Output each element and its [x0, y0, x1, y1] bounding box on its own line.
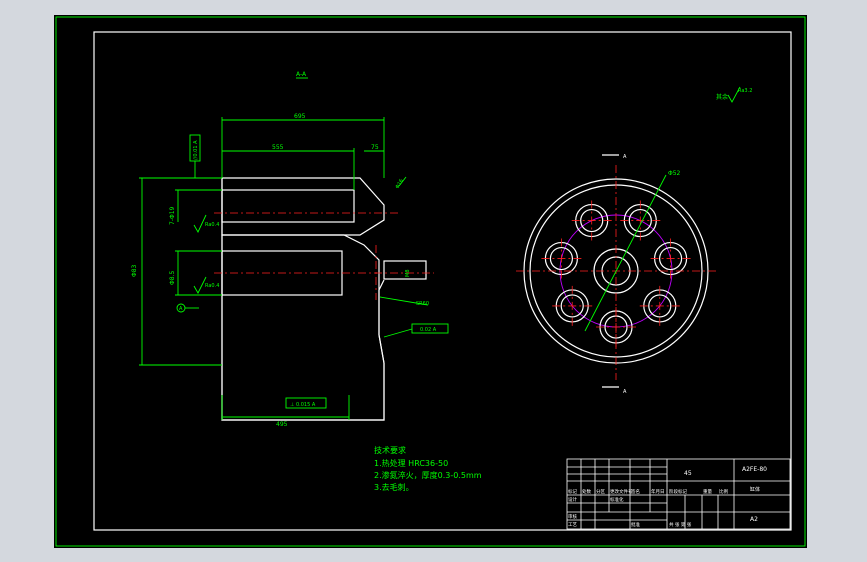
tb-process: 工艺: [568, 522, 577, 528]
hole-dia-leader: [584, 174, 667, 332]
perp-text: ⊥ 0.015 A: [290, 402, 316, 408]
tb-designer: 设计: [568, 496, 577, 503]
body-lower-hatch: [221, 234, 385, 421]
roughness-left-2-text: Ra0.4: [205, 283, 219, 289]
title-block: 45 A2FE-80 缸体 A2 标记 处数 分区 更改文件号 签名 年月日 设…: [566, 458, 791, 530]
roughness-left-1-text: Ra0.4: [205, 222, 219, 228]
dim-bore-label: 7-Φ19: [169, 206, 176, 225]
shaft-stub: [383, 260, 427, 280]
thread-text: M8: [405, 270, 411, 278]
tb-stage-2: 重量: [703, 488, 712, 495]
inner-border: [93, 31, 792, 531]
tb-row-2: 处数: [582, 488, 591, 495]
sr-text: SR60: [416, 301, 429, 307]
tb-scale: A2: [750, 516, 758, 523]
tb-part-name: 缸体: [750, 486, 760, 493]
cut-mark-top: A: [623, 154, 627, 160]
tb-review: 审核: [568, 513, 577, 520]
body-upper-hatch: [221, 177, 385, 236]
drawing-svg: 695 555 75 495 Φ83 7-Φ19: [55, 16, 806, 547]
tech-req-item-1: 1.热处理 HRC36-50: [374, 458, 448, 468]
tb-stage-1: 阶段标记: [669, 488, 687, 495]
perp-frame: [285, 397, 327, 409]
tb-stage-3: 比例: [719, 488, 728, 495]
hole-dia-text: Φ52: [668, 170, 681, 177]
port-hole-inner-5: [560, 294, 584, 318]
port-hole-inner-2: [658, 246, 683, 271]
tb-row-1: 标记: [568, 488, 577, 495]
port-holes: [541, 200, 691, 347]
flatness-right-text: 0.02 A: [420, 327, 437, 333]
dim-inner-text: 555: [272, 144, 284, 151]
tb-row-6: 年月日: [651, 488, 665, 495]
cut-mark-bottom: A: [623, 389, 627, 395]
drawing-sheet: 695 555 75 495 Φ83 7-Φ19: [54, 15, 807, 548]
tb-sheet-info: 共 张 第 张: [669, 521, 692, 528]
outer-frame: [55, 16, 806, 547]
roughness-left-2: [193, 276, 207, 294]
tech-req-item-3: 3.去毛刺。: [374, 482, 414, 492]
upper-bore: [221, 189, 355, 223]
tb-row-5: 签名: [631, 488, 640, 495]
dim-small-dia-text: Φ8.5: [169, 271, 176, 285]
flatness-frame-right: [411, 323, 449, 334]
body-outline: [221, 178, 385, 421]
tb-standard: 标准化: [610, 496, 624, 503]
end-view: Φ52 A A 其余 Ra3.2: [516, 86, 752, 395]
roughness-left-1: [193, 214, 207, 233]
dim-step-text: 75: [371, 144, 379, 151]
rest-label: 其余: [716, 93, 728, 101]
tb-approve: 批准: [631, 521, 640, 528]
dim-od-text: Φ83: [131, 264, 138, 277]
tech-req-item-2: 2.渗氮淬火，厚度0.3-0.5mm: [374, 470, 482, 480]
port-hole-inner-1: [628, 208, 652, 233]
section-view: 695 555 75 495 Φ83 7-Φ19: [131, 71, 449, 428]
section-label: A-A: [296, 71, 307, 78]
port-hole-inner-6: [549, 246, 574, 271]
port-hole-inner-3: [648, 294, 672, 318]
dim-bottom-text: 495: [276, 421, 288, 428]
port-hole-inner-7: [580, 208, 604, 233]
datum-letter: A: [179, 306, 183, 312]
technical-requirements: 技术要求 1.热处理 HRC36-50 2.渗氮淬火，厚度0.3-0.5mm 3…: [374, 445, 482, 492]
tech-req-title: 技术要求: [374, 445, 406, 455]
title-block-frame: [566, 458, 791, 530]
tb-material: 45: [684, 470, 692, 477]
parallelism-text: //0.01 A: [193, 140, 199, 160]
rest-roughness-text: Ra3.2: [738, 88, 752, 94]
pin-dia-text: Φ16: [395, 178, 405, 190]
tb-row-3: 分区: [596, 488, 605, 495]
tb-drawing-no: A2FE-80: [742, 466, 767, 473]
tb-row-4: 更改文件号: [610, 488, 633, 495]
dim-total-text: 695: [294, 113, 306, 120]
